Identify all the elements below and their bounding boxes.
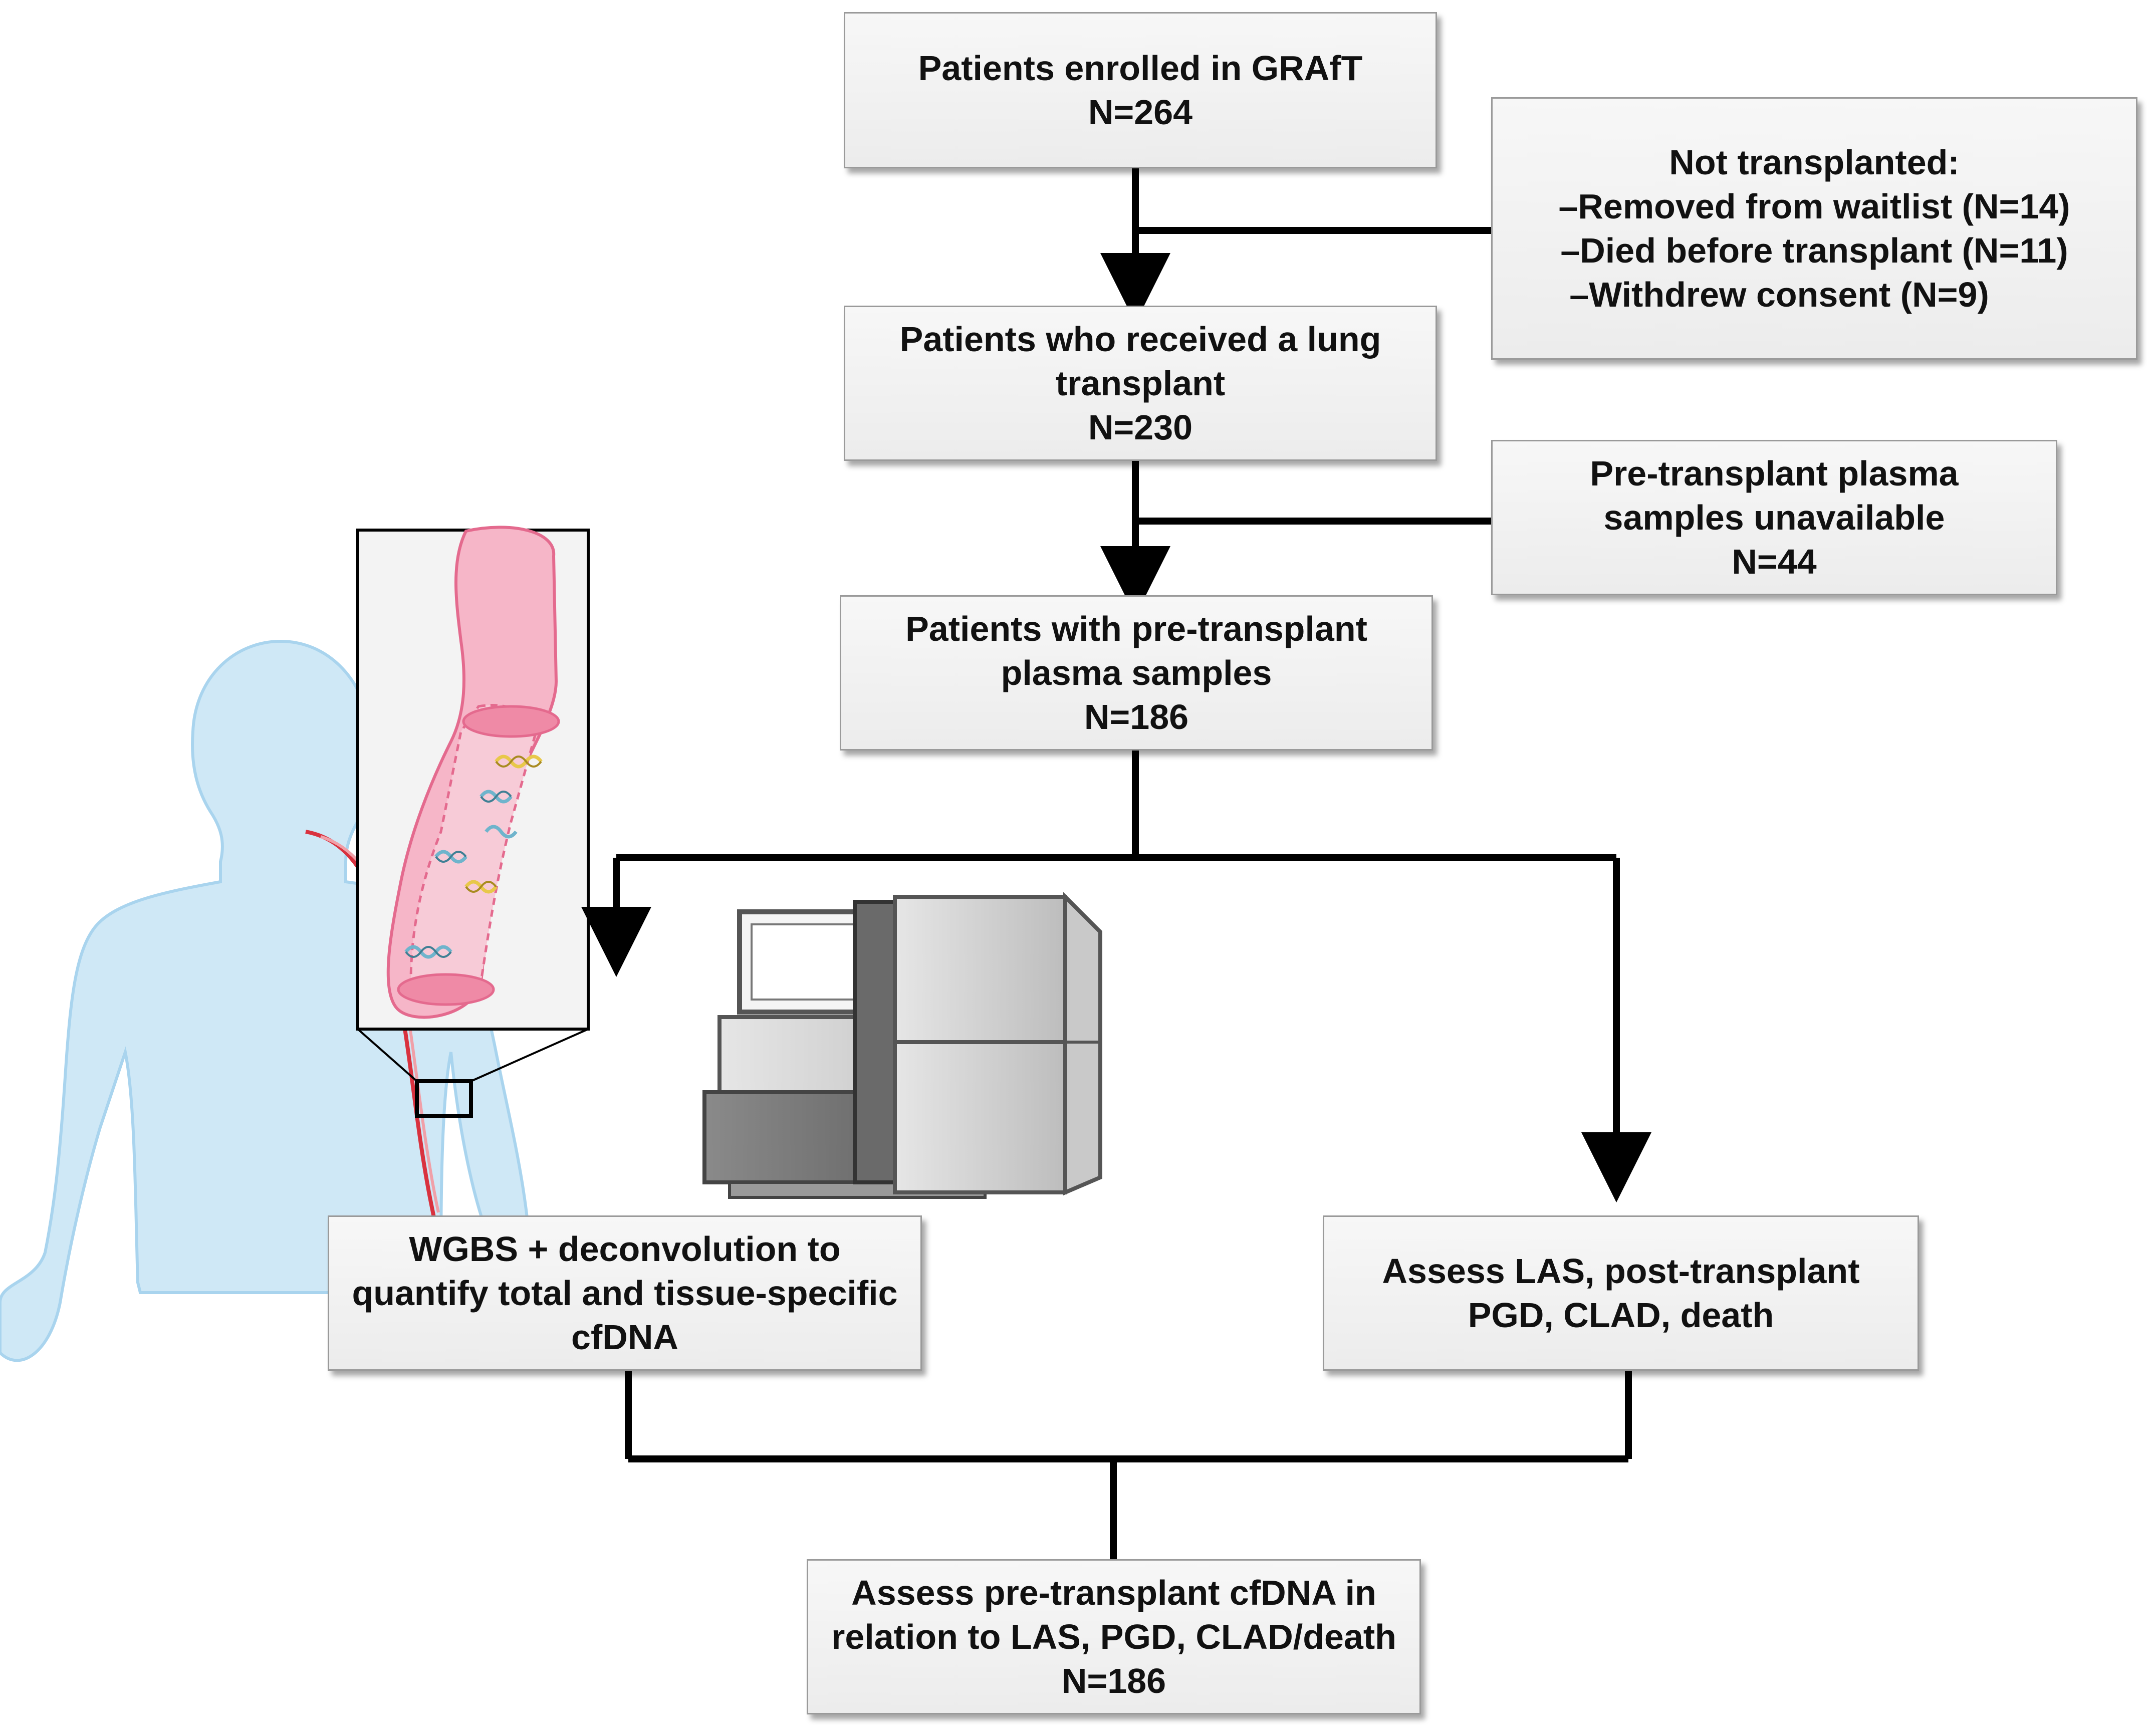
- zoom-indicator: [357, 1028, 589, 1118]
- withdrew-consent: –Withdrew consent (N=9): [1569, 275, 1989, 314]
- enrolled-box: Patients enrolled in GRAfT N=264: [844, 12, 1437, 168]
- final-assessment-box: Assess pre-transplant cfDNA in relation …: [807, 1559, 1421, 1714]
- removed-from-waitlist: –Removed from waitlist (N=14): [1558, 187, 2070, 226]
- cfdna-fragments: [404, 755, 543, 959]
- assess-outcomes-line-2: PGD, CLAD, death: [1468, 1296, 1774, 1335]
- final-count: N=186: [1061, 1661, 1166, 1700]
- assess-outcomes-line-1: Assess LAS, post-transplant: [1382, 1252, 1860, 1291]
- transplanted-line-2: transplant: [1055, 364, 1226, 403]
- wgbs-line-1: WGBS + deconvolution to: [409, 1229, 841, 1269]
- with-plasma-count: N=186: [1084, 697, 1189, 736]
- wgbs-line-2: quantify total and tissue-specific: [352, 1274, 898, 1313]
- vessel-inset: [356, 526, 590, 1031]
- not-transplanted-box: Not transplanted: –Removed from waitlist…: [1491, 97, 2137, 360]
- flow-connectors: [581, 168, 1651, 1559]
- sequencer-illustration: [702, 892, 1102, 1199]
- final-line-2: relation to LAS, PGD, CLAD/death: [831, 1617, 1396, 1656]
- wgbs-box: WGBS + deconvolution to quantify total a…: [328, 1215, 922, 1371]
- plasma-unavailable-box: Pre-transplant plasma samples unavailabl…: [1491, 440, 2057, 595]
- plasma-unavailable-line-2: samples unavailable: [1603, 498, 1945, 537]
- transplanted-line-1: Patients who received a lung: [899, 320, 1381, 359]
- with-plasma-box: Patients with pre-transplant plasma samp…: [840, 595, 1433, 751]
- enrolled-line-1: Patients enrolled in GRAfT: [918, 49, 1363, 88]
- not-transplanted-heading: Not transplanted:: [1669, 143, 1960, 182]
- final-line-1: Assess pre-transplant cfDNA in: [851, 1573, 1376, 1612]
- plasma-unavailable-line-1: Pre-transplant plasma: [1590, 454, 1959, 493]
- died-before-transplant: –Died before transplant (N=11): [1560, 231, 2068, 270]
- assess-outcomes-box: Assess LAS, post-transplant PGD, CLAD, d…: [1323, 1215, 1919, 1371]
- transplanted-box: Patients who received a lung transplant …: [844, 306, 1437, 461]
- with-plasma-line-2: plasma samples: [1001, 653, 1272, 692]
- transplanted-count: N=230: [1088, 408, 1193, 447]
- with-plasma-line-1: Patients with pre-transplant: [905, 609, 1367, 648]
- wgbs-line-3: cfDNA: [571, 1318, 678, 1357]
- plasma-unavailable-count: N=44: [1732, 542, 1817, 581]
- enrolled-count: N=264: [1088, 93, 1193, 132]
